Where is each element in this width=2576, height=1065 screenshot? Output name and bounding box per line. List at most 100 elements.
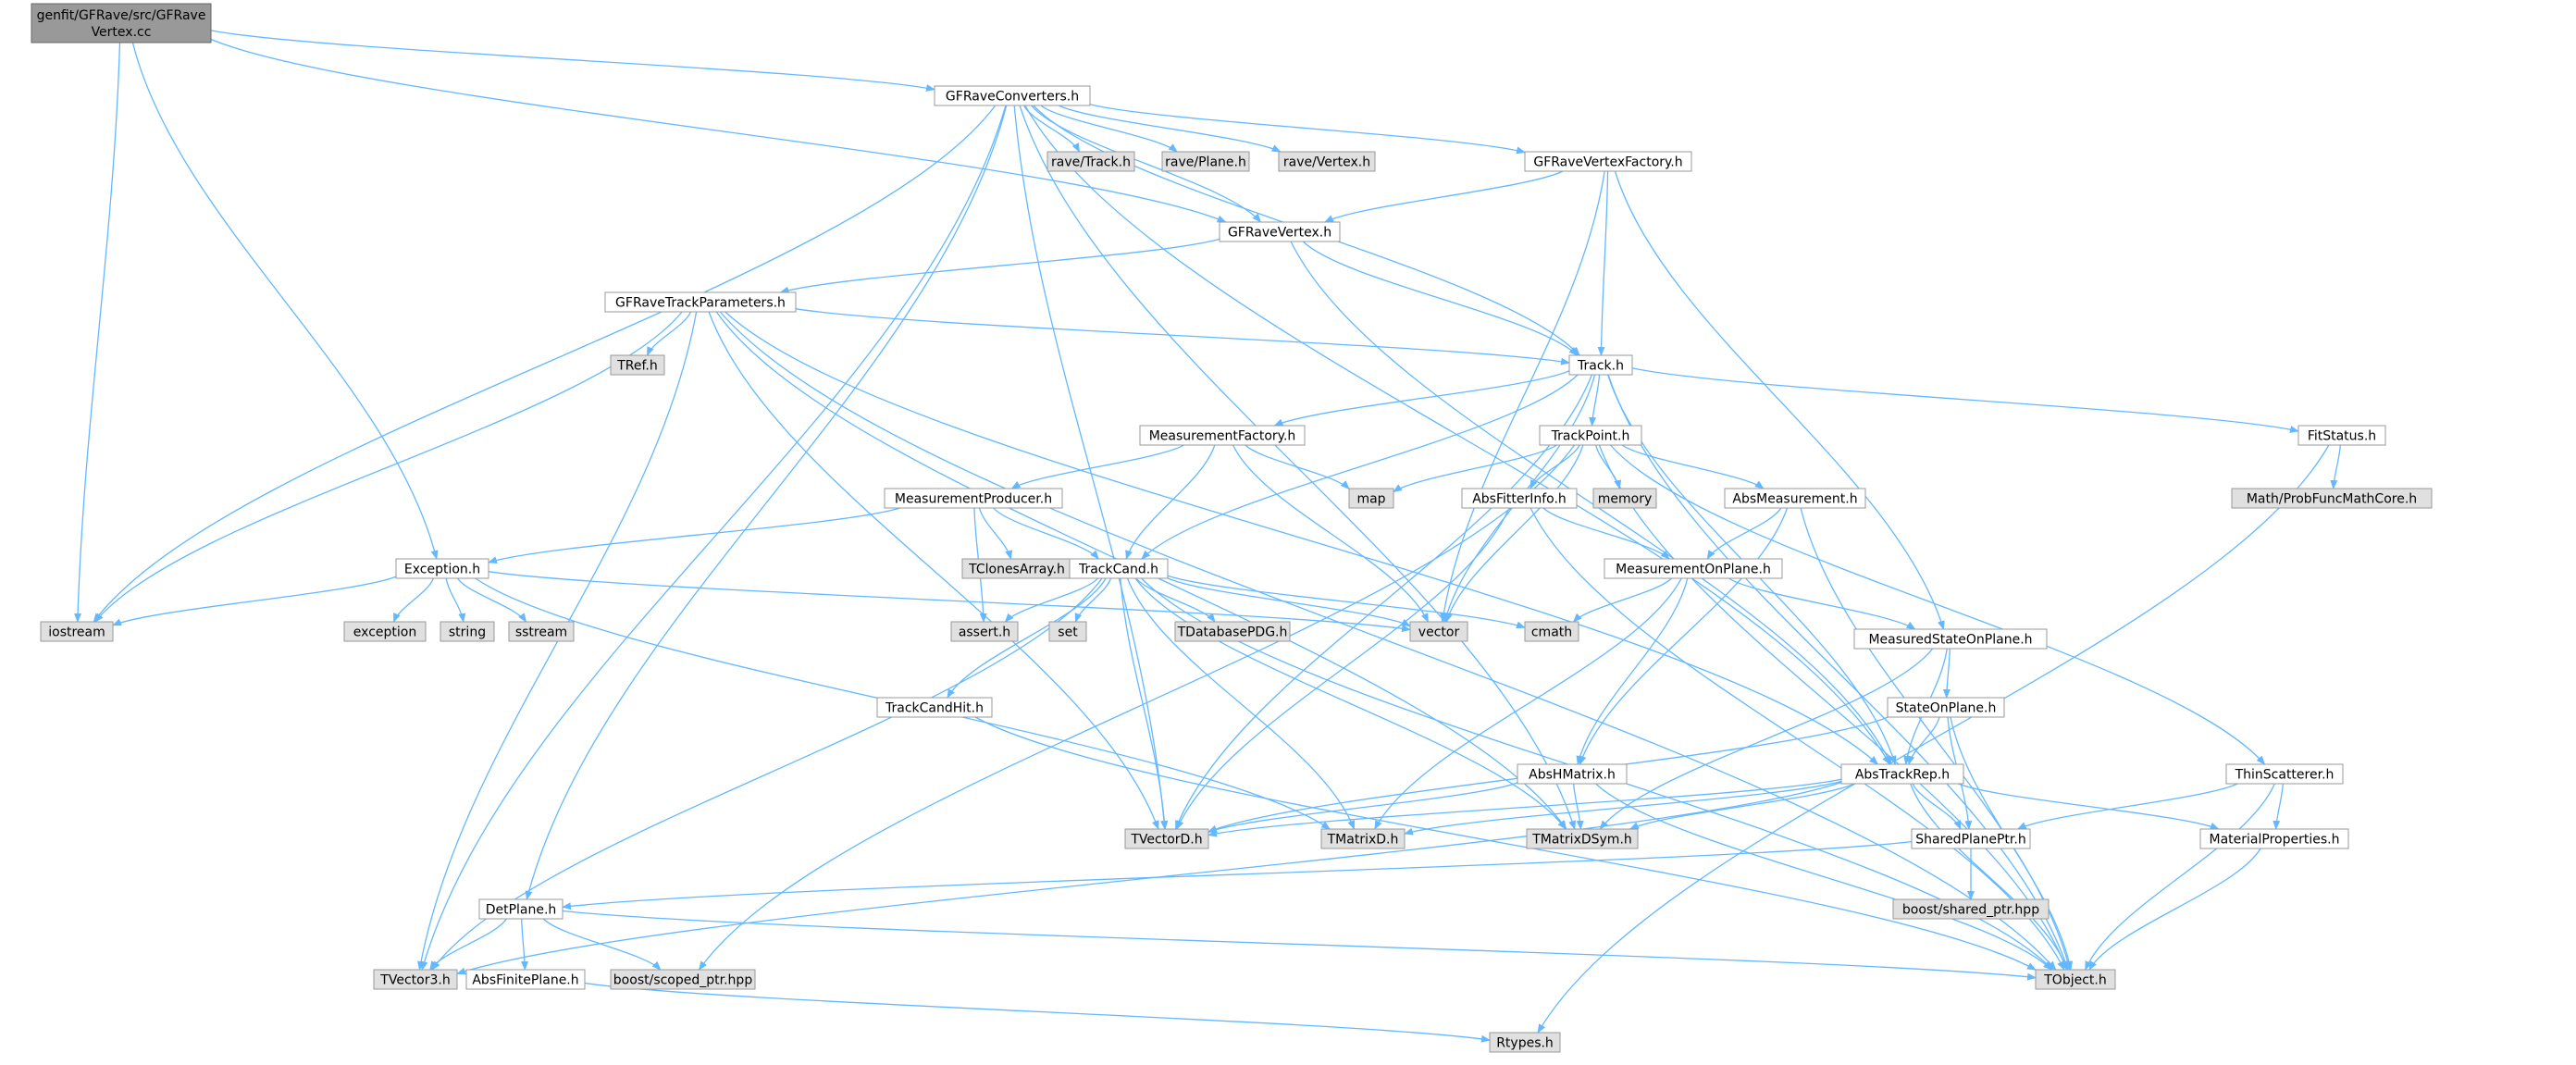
node-label: assert.h [959,625,1010,640]
node-MeasurementProducer[interactable]: MeasurementProducer.h [884,488,1063,509]
edge-DetPlane-to-TObject [562,910,2037,981]
node-label: TrackCand.h [1078,563,1158,577]
edge-MeasuredStateOnPlane-to-StateOnPlane [1942,648,1951,699]
node-raveTrack: rave/Track.h [1046,151,1135,172]
node-TClonesArray: TClonesArray.h [961,558,1072,579]
node-ProbFunc: Math/ProbFuncMathCore.h [2231,488,2433,509]
edge-ThinScatterer-to-MaterialProperties [2273,783,2284,830]
node-label: map [1356,492,1385,507]
node-string: string [440,621,495,642]
node-box [2225,763,2344,785]
edge-Exception-to-vector [488,571,1411,633]
node-label: Exception.h [404,563,480,577]
node-AbsTrackRep[interactable]: AbsTrackRep.h [1840,763,1964,785]
node-label: GFRaveConverters.h [946,90,1079,105]
node-MeasurementFactory[interactable]: MeasurementFactory.h [1139,425,1306,446]
edge-Track-to-TObject [1607,374,2069,971]
node-TVectorD: TVectorD.h [1124,828,1209,849]
edge-MeasurementFactory-to-vector [1232,444,1429,623]
node-FitStatus[interactable]: FitStatus.h [2297,425,2386,446]
edge-root-to-GFRaveConverters [210,30,935,92]
edge-TrackCand-to-TVectorD [1120,577,1169,830]
node-ThinScatterer[interactable]: ThinScatterer.h [2225,763,2344,785]
node-label: MeasuredStateOnPlane.h [1868,633,2032,648]
node-label: TObject.h [2043,973,2106,988]
node-cmath: cmath [1524,621,1579,642]
node-Track[interactable]: Track.h [1568,354,1633,376]
edge-GFRaveVertexFactory-to-GFRaveVertex [1324,170,1564,223]
edge-TrackCand-to-cmath [1167,575,1526,629]
edge-TrackPoint-to-TObject [1598,444,2068,971]
node-MaterialProperties[interactable]: MaterialProperties.h [2199,828,2349,849]
edge-Exception-to-string [445,577,466,623]
node-box [2199,828,2349,849]
node-label: GFRaveVertexFactory.h [1533,155,1682,170]
node-box [1046,151,1135,172]
node-DetPlane[interactable]: DetPlane.h [478,898,564,920]
node-label: rave/Vertex.h [1283,155,1370,170]
node-label: vector [1418,625,1460,640]
node-MeasuredStateOnPlane[interactable]: MeasuredStateOnPlane.h [1853,628,2048,650]
edge-Exception-to-exception [392,577,435,623]
node-label: AbsFinitePlane.h [472,973,578,988]
node-TrackCandHit[interactable]: TrackCandHit.h [876,697,993,718]
node-box [1320,828,1406,849]
node-box [604,291,797,313]
node-box [1526,828,1639,849]
edge-Exception-to-sstream [456,577,527,623]
node-layer: genfit/GFRave/src/GFRaveVertex.ccGFRaveC… [31,3,2433,1053]
node-GFRaveVertex[interactable]: GFRaveVertex.h [1219,221,1341,242]
edge-GFRaveVertexFactory-to-Track [1597,170,1609,356]
node-label: MeasurementFactory.h [1149,429,1296,444]
node-AbsMeasurement[interactable]: AbsMeasurement.h [1724,488,1866,509]
node-label: sstream [515,625,567,640]
node-TMatrixDSym: TMatrixDSym.h [1526,828,1639,849]
node-label: Math/ProbFuncMathCore.h [2247,492,2417,507]
node-root: genfit/GFRave/src/GFRaveVertex.cc [31,3,212,43]
node-box [343,621,427,642]
edge-TrackCand-to-set [1074,577,1112,623]
node-AbsHMatrix[interactable]: AbsHMatrix.h [1517,763,1628,785]
node-box [1911,828,2031,849]
node-assert: assert.h [950,621,1019,642]
node-AbsFitterInfo[interactable]: AbsFitterInfo.h [1461,488,1578,509]
edge-MaterialProperties-to-TObject [2088,848,2261,971]
node-box [1539,425,1642,446]
edge-GFRaveVertex-to-Track [1302,241,1579,356]
edge-ThinScatterer-to-TObject [2085,783,2275,971]
node-label: Rtypes.h [1496,1036,1554,1051]
node-GFRaveTrackParameters[interactable]: GFRaveTrackParameters.h [604,291,797,313]
edge-GFRaveTrackParameters-to-AbsTrackRep [724,311,1879,765]
edge-AbsTrackRep-to-MaterialProperties [1958,783,2220,830]
edge-DetPlane-to-TVector3 [429,918,507,971]
node-SharedPlanePtr[interactable]: SharedPlanePtr.h [1911,828,2031,849]
edge-TrackCand-to-assert [1004,577,1099,623]
node-label: memory [1598,492,1653,507]
node-box [1853,628,2048,650]
node-GFRaveVertexFactory[interactable]: GFRaveVertexFactory.h [1524,151,1692,172]
node-MeasurementOnPlane[interactable]: MeasurementOnPlane.h [1604,558,1783,579]
node-label: exception [353,625,416,640]
edge-Exception-to-iostream [112,576,397,626]
edge-MeasurementFactory-to-TrackCand [1125,444,1216,560]
edge-Track-to-TrackCand [1141,374,1579,560]
edge-GFRaveTrackParameters-to-TRef [646,311,692,356]
node-TrackPoint[interactable]: TrackPoint.h [1539,425,1642,446]
edge-GFRaveVertex-to-AbsTrackRep [1290,241,1892,765]
edge-AbsTrackRep-to-TVectorD [1208,778,1842,837]
edge-MeasurementOnPlane-to-MeasuredStateOnPlane [1728,577,1916,630]
edge-GFRaveTrackParameters-to-TVectorD [708,311,1159,830]
node-AbsFinitePlane[interactable]: AbsFinitePlane.h [465,969,586,990]
node-Exception[interactable]: Exception.h [395,558,489,579]
node-label: AbsMeasurement.h [1732,492,1857,507]
edge-TrackCand-to-TMatrixDSym [1134,577,1567,830]
node-TDatabasePDG: TDatabasePDG.h [1174,621,1291,642]
node-box [508,621,575,642]
node-box [40,621,114,642]
node-StateOnPlane[interactable]: StateOnPlane.h [1887,697,2005,718]
edge-GFRaveConverters-to-raveVertex [1059,105,1282,153]
node-GFRaveConverters[interactable]: GFRaveConverters.h [934,85,1091,106]
edge-StateOnPlane-to-AbsTrackRep [1907,716,1940,765]
node-box [884,488,1063,509]
node-TrackCand[interactable]: TrackCand.h [1069,558,1169,579]
